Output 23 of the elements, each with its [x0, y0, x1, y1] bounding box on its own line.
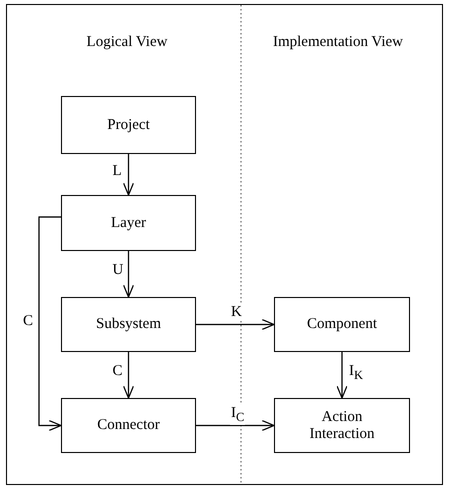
box-label: Subsystem — [96, 316, 161, 333]
edge-label: I$_{C}$ — [230, 404, 246, 424]
process-box — [274, 398, 410, 453]
arrow — [196, 420, 275, 432]
box-label: Connector — [97, 417, 160, 434]
box-label: Component — [307, 316, 377, 333]
arrow — [122, 251, 134, 298]
process-box — [274, 297, 410, 352]
edge-label: K — [230, 304, 243, 320]
process-box — [61, 195, 196, 251]
arrow — [122, 352, 134, 399]
view-heading: Implementation View — [272, 34, 404, 51]
arrow — [38, 216, 62, 432]
arrow — [336, 352, 348, 399]
process-box — [61, 398, 196, 453]
view-heading: Logical View — [86, 34, 168, 51]
box-label: Project — [107, 116, 150, 134]
process-box — [61, 96, 196, 154]
box-label: Layer — [111, 214, 146, 232]
process-box — [61, 297, 196, 352]
arrow — [122, 154, 134, 196]
box-label: Action Interaction — [308, 408, 376, 442]
arrow — [196, 318, 275, 330]
